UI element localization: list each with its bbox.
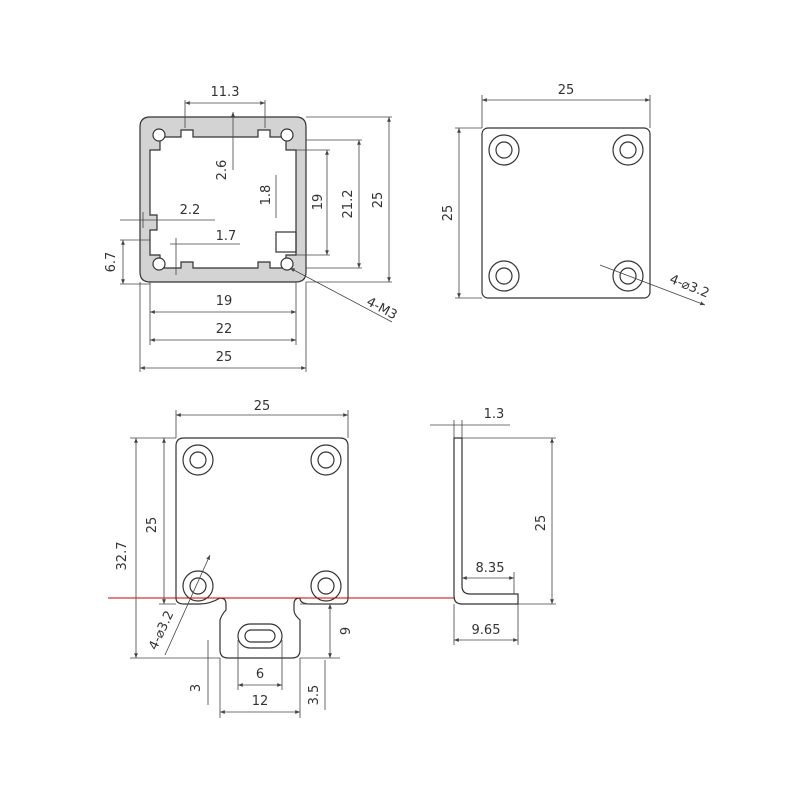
bracket-outline — [175, 437, 349, 659]
dim-flange-inner: 8.35 — [462, 561, 515, 594]
dim-inner-height: 1.8 — [259, 175, 277, 218]
bracket-holes — [182, 444, 342, 602]
label-bracket-width: 25 — [254, 399, 271, 414]
label-w25: 25 — [216, 350, 233, 365]
dim-plate-height: 25 — [441, 127, 482, 299]
label-slot-width-front: 6 — [256, 667, 264, 682]
label-slot-width: 2.2 — [180, 203, 201, 218]
dim-slot-depth: 2.6 — [215, 112, 235, 181]
dim-tab-width: 12 — [219, 658, 301, 718]
dim-tab-height: 9 — [300, 603, 354, 659]
label-tab-width: 12 — [252, 694, 269, 709]
leader-bracket-holes: 4-⌀3.2 — [146, 554, 211, 656]
label-inner-height: 1.8 — [259, 185, 274, 206]
label-bracket-holes: 4-⌀3.2 — [146, 609, 177, 653]
label-w19: 19 — [216, 294, 233, 309]
label-bracket-total: 32.7 — [115, 542, 130, 571]
dim-flange-outer: 9.65 — [453, 604, 519, 645]
label-flange-outer: 9.65 — [472, 623, 501, 638]
plate-outline — [481, 127, 651, 299]
label-offset-3: 3 — [189, 684, 204, 692]
label-plate-holes: 4-⌀3.2 — [667, 272, 711, 301]
label-h25: 25 — [371, 192, 386, 209]
thread-hole-tl — [152, 128, 166, 142]
label-h21: 21.2 — [341, 190, 356, 219]
thread-hole-tr — [280, 128, 294, 142]
dim-slot-width: 6 — [237, 640, 283, 690]
dim-side-height: 6.7 — [104, 239, 150, 285]
leader-thread: 4-M3 — [289, 267, 400, 323]
label-slot-depth: 2.6 — [215, 160, 230, 181]
bracket-side-outline — [453, 437, 519, 605]
label-bracket-height: 25 — [145, 517, 160, 534]
label-w22: 22 — [216, 322, 233, 337]
dim-top-width: 11.3 — [184, 85, 266, 128]
label-tab-height: 9 — [339, 627, 354, 635]
dim-bracket-width: 25 — [175, 399, 349, 438]
label-plate-width: 25 — [558, 83, 575, 98]
label-inner-width: 1.7 — [216, 229, 237, 244]
dim-inner-width: 1.7 — [170, 229, 240, 275]
bracket-front-view: 25 32.7 25 4-⌀3.2 9 6 — [108, 399, 455, 718]
plate-holes — [488, 134, 644, 292]
slot-hole-inner — [244, 629, 276, 643]
plate-view: 25 25 4-⌀3.2 — [441, 83, 711, 306]
bracket-side-view: 1.3 25 8.35 9.65 — [430, 407, 556, 645]
dim-bracket-heights: 32.7 25 — [115, 437, 220, 659]
label-thread: 4-M3 — [364, 295, 400, 323]
dim-side-thickness: 1.3 — [430, 407, 510, 438]
dim-side-height: 25 — [462, 437, 556, 605]
dim-offset-3: 3 — [189, 640, 209, 705]
dim-widths: 19 22 25 — [139, 282, 307, 372]
slot-hole — [237, 623, 283, 649]
label-side-thickness: 1.3 — [484, 407, 505, 422]
thread-hole-br — [280, 257, 294, 271]
label-plate-height: 25 — [441, 205, 456, 222]
dim-slot-width: 2.2 — [120, 203, 215, 228]
extrusion-profile — [139, 116, 307, 283]
label-offset-35: 3.5 — [307, 685, 322, 706]
slot-tab — [275, 231, 297, 253]
dim-heights: 19 21.2 25 — [296, 116, 392, 283]
label-top-width: 11.3 — [211, 85, 240, 100]
label-flange-inner: 8.35 — [476, 561, 505, 576]
dim-offset-35: 3.5 — [307, 660, 326, 710]
label-h19: 19 — [311, 194, 326, 211]
label-side-height: 6.7 — [104, 252, 119, 273]
dim-plate-width: 25 — [481, 83, 651, 128]
thread-hole-bl — [152, 257, 166, 271]
profile-view: 11.3 2.6 1.8 2.2 1.7 6.7 — [104, 85, 399, 372]
label-side-height: 25 — [534, 515, 549, 532]
